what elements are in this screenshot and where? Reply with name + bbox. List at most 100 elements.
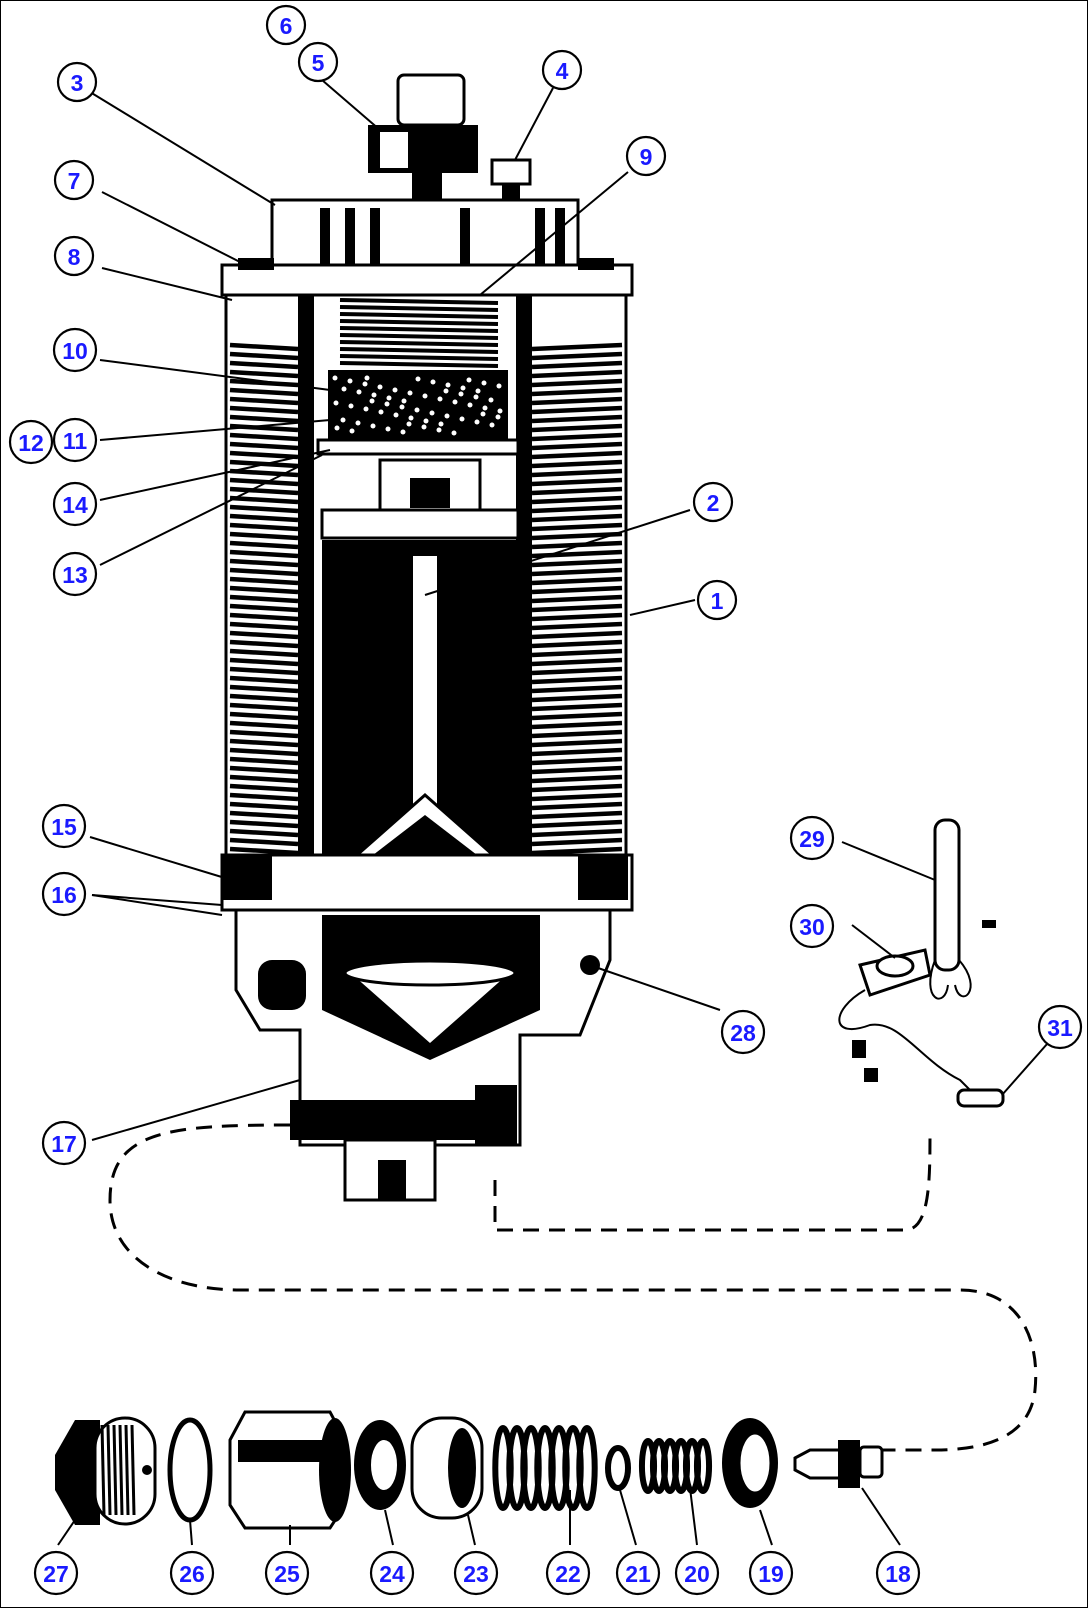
small-spring xyxy=(638,1438,713,1494)
callout-8: 8 xyxy=(53,235,95,277)
svg-text:29: 29 xyxy=(799,826,825,852)
filter-element xyxy=(328,370,508,440)
plug-28 xyxy=(580,955,600,975)
svg-text:19: 19 xyxy=(758,1561,784,1587)
svg-text:8: 8 xyxy=(68,244,81,270)
poppet-head xyxy=(838,1440,860,1488)
svg-text:18: 18 xyxy=(885,1561,911,1587)
svg-text:9: 9 xyxy=(640,144,653,170)
sensor-wire xyxy=(838,989,976,1096)
svg-text:24: 24 xyxy=(379,1561,405,1587)
svg-text:15: 15 xyxy=(51,814,77,840)
sleeve-opening xyxy=(319,1418,351,1522)
callout-12: 12 xyxy=(8,419,54,465)
svg-text:22: 22 xyxy=(555,1561,581,1587)
callout-27: 27 xyxy=(33,1550,79,1596)
callout-10: 10 xyxy=(52,327,98,373)
cone-inner xyxy=(360,815,490,865)
callout-26: 26 xyxy=(169,1550,215,1596)
leader-lines xyxy=(57,79,1056,1546)
poppet-stem xyxy=(793,1448,842,1480)
svg-text:6: 6 xyxy=(280,13,293,39)
side-port xyxy=(258,960,306,1010)
svg-text:20: 20 xyxy=(684,1561,710,1587)
svg-text:7: 7 xyxy=(68,168,81,194)
svg-text:30: 30 xyxy=(799,914,825,940)
svg-text:5: 5 xyxy=(312,50,325,76)
drain-plug xyxy=(378,1160,406,1200)
svg-text:25: 25 xyxy=(274,1561,300,1587)
flange-bolt-right xyxy=(578,258,614,270)
top-flange xyxy=(220,263,634,297)
wire-connector xyxy=(956,1088,1005,1108)
element-nut xyxy=(410,478,450,508)
callout-31: 31 xyxy=(1037,1004,1083,1050)
callout-15: 15 xyxy=(41,803,87,849)
callout-4: 4 xyxy=(541,49,583,91)
valve-seat-bore xyxy=(737,1431,773,1495)
svg-text:4: 4 xyxy=(556,58,569,84)
retainer-ring-hole xyxy=(369,1438,399,1492)
svg-text:31: 31 xyxy=(1047,1015,1073,1041)
callout-5: 5 xyxy=(297,41,339,83)
callout-20: 20 xyxy=(674,1550,720,1596)
inner-wall-right xyxy=(516,295,532,915)
svg-text:10: 10 xyxy=(62,338,88,364)
head-ribs xyxy=(320,208,565,268)
hex-plug xyxy=(55,1420,100,1525)
callout-3: 3 xyxy=(56,61,98,103)
bracket-boss xyxy=(875,954,915,978)
bottom-flange-bolt-left xyxy=(222,855,272,900)
valve-bore xyxy=(290,1100,480,1140)
callout-7: 7 xyxy=(53,159,95,201)
callout-29: 29 xyxy=(789,815,835,861)
piston-face xyxy=(448,1428,476,1508)
callout-21: 21 xyxy=(615,1550,661,1596)
svg-text:27: 27 xyxy=(43,1561,69,1587)
svg-text:23: 23 xyxy=(463,1561,489,1587)
probe-wire-loop xyxy=(929,959,972,1000)
set-screw xyxy=(982,920,996,928)
svg-text:12: 12 xyxy=(18,430,44,456)
wire-clip xyxy=(852,1040,866,1058)
plug-thread-lines xyxy=(100,1424,136,1516)
svg-text:14: 14 xyxy=(62,492,88,518)
callout-14: 14 xyxy=(52,481,98,527)
svg-text:16: 16 xyxy=(51,882,77,908)
large-spring xyxy=(492,1425,598,1511)
callouts: 1 2 3 4 5 6 7 8 9 10 11 12 13 14 15 16 1… xyxy=(8,4,1083,1596)
svg-text:11: 11 xyxy=(63,428,88,454)
gasket-plate xyxy=(316,438,520,456)
top-fitting xyxy=(396,73,466,127)
svg-text:1: 1 xyxy=(711,588,724,614)
routing-line-valve xyxy=(108,1123,1038,1452)
svg-text:17: 17 xyxy=(51,1131,77,1157)
callout-18: 18 xyxy=(875,1550,921,1596)
svg-text:3: 3 xyxy=(71,70,84,96)
svg-text:21: 21 xyxy=(625,1561,651,1587)
callout-13: 13 xyxy=(52,551,98,597)
flange-bolt-left xyxy=(238,258,274,270)
callout-24: 24 xyxy=(369,1550,415,1596)
filter-mesh xyxy=(332,375,503,436)
svg-text:13: 13 xyxy=(62,562,88,588)
callout-22: 22 xyxy=(545,1550,591,1596)
callout-2: 2 xyxy=(692,481,734,523)
center-rod xyxy=(411,554,439,806)
callout-17: 17 xyxy=(41,1120,87,1166)
plug-hole xyxy=(142,1465,152,1475)
callout-9: 9 xyxy=(625,135,667,177)
bottom-flange-bolt-right xyxy=(578,855,628,900)
sensor-port xyxy=(475,1085,517,1145)
nut-highlight xyxy=(380,132,408,168)
routing-line-sensor xyxy=(493,1129,932,1232)
upper-plate xyxy=(320,508,520,540)
small-screw xyxy=(864,1068,878,1082)
lower-cone-rim xyxy=(343,959,517,987)
callout-11: 11 xyxy=(52,417,98,463)
callout-16: 16 xyxy=(41,871,87,917)
poppet-nut xyxy=(858,1445,884,1479)
svg-text:28: 28 xyxy=(730,1020,756,1046)
